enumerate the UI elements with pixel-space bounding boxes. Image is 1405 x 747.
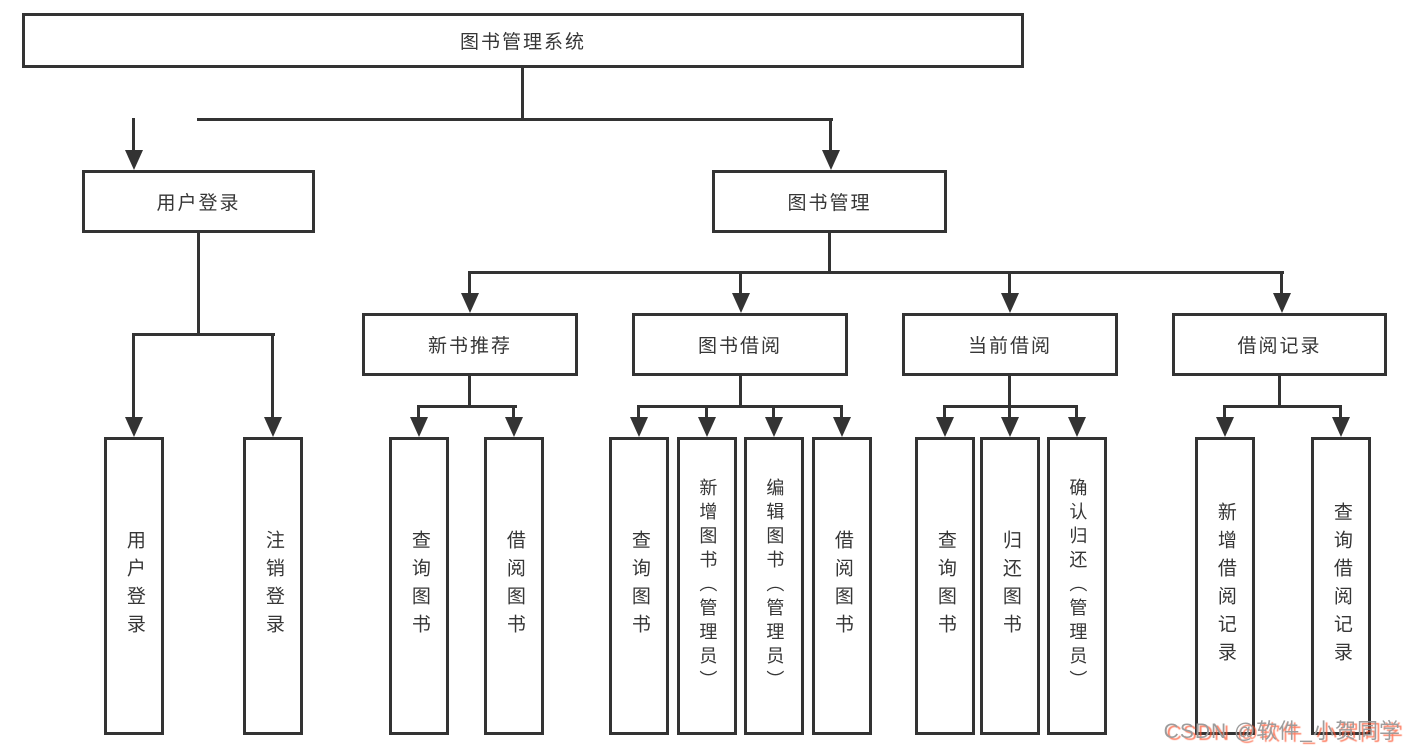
- connector-drop: [271, 333, 274, 419]
- node-label: 用户登录: [156, 193, 241, 214]
- node-label: 图书管理系统: [459, 32, 586, 53]
- arrowhead-down-icon: [732, 293, 750, 313]
- connector-drop: [1339, 405, 1342, 419]
- connector-stem: [468, 374, 471, 408]
- connector-drop: [739, 271, 742, 297]
- connector-drop: [840, 405, 843, 419]
- leaf-query-borrow-record: 查询借阅记录: [1311, 437, 1371, 735]
- leaf-label: 查询图书: [628, 530, 650, 642]
- node-label: 图书借阅: [697, 336, 782, 357]
- leaf-label: 新增借阅记录: [1214, 502, 1236, 670]
- leaf-borrow-books-recommend: 借阅图书: [484, 437, 544, 735]
- arrowhead-down-icon: [765, 417, 783, 437]
- connector-drop: [1223, 405, 1226, 419]
- connector-stem: [1278, 374, 1281, 408]
- connector-hline: [639, 405, 843, 408]
- arrowhead-down-icon: [822, 150, 840, 170]
- connector-drop: [1008, 271, 1011, 297]
- node-library-system: 图书管理系统: [22, 13, 1024, 68]
- connector-bookmgmt-hline: [470, 271, 1284, 274]
- node-current-borrowing: 当前借阅: [902, 313, 1118, 376]
- leaf-add-borrow-record: 新增借阅记录: [1195, 437, 1255, 735]
- connector-root-stem: [521, 66, 524, 120]
- node-label: 图书管理: [787, 193, 872, 214]
- arrowhead-down-icon: [936, 417, 954, 437]
- arrowhead-down-icon: [1273, 293, 1291, 313]
- leaf-query-books-current: 查询图书: [915, 437, 975, 735]
- connector-drop: [132, 333, 135, 419]
- connector-drop: [829, 118, 832, 154]
- leaf-query-books-recommend: 查询图书: [389, 437, 449, 735]
- connector-hline: [419, 405, 517, 408]
- node-book-management: 图书管理: [712, 170, 947, 233]
- arrowhead-down-icon: [410, 417, 428, 437]
- arrowhead-down-icon: [698, 417, 716, 437]
- leaf-label: 借阅图书: [503, 530, 525, 642]
- leaf-label: 确认归还（管理员）: [1067, 478, 1088, 694]
- leaf-query-books-borrow: 查询图书: [609, 437, 669, 735]
- leaf-label: 查询图书: [408, 530, 430, 642]
- node-label: 当前借阅: [967, 336, 1052, 357]
- arrowhead-down-icon: [1001, 293, 1019, 313]
- node-label: 借阅记录: [1237, 336, 1322, 357]
- connector-root-hline: [197, 118, 833, 121]
- leaf-label: 注销登录: [262, 530, 284, 642]
- connector-drop: [1008, 405, 1011, 419]
- connector-drop: [468, 271, 471, 297]
- connector-bookmgmt-stem: [828, 231, 831, 274]
- connector-drop: [637, 405, 640, 419]
- leaf-logout: 注销登录: [243, 437, 303, 735]
- arrowhead-down-icon: [1001, 417, 1019, 437]
- arrowhead-down-icon: [505, 417, 523, 437]
- arrowhead-down-icon: [1332, 417, 1350, 437]
- connector-drop: [705, 405, 708, 419]
- arrowhead-down-icon: [461, 293, 479, 313]
- connector-hline: [1225, 405, 1342, 408]
- node-label: 新书推荐: [427, 336, 512, 357]
- connector-drop: [943, 405, 946, 419]
- arrowhead-down-icon: [125, 417, 143, 437]
- node-new-book-recommend: 新书推荐: [362, 313, 578, 376]
- arrowhead-down-icon: [264, 417, 282, 437]
- arrowhead-down-icon: [630, 417, 648, 437]
- leaf-add-books-admin: 新增图书（管理员）: [677, 437, 737, 735]
- leaf-label: 借阅图书: [831, 530, 853, 642]
- leaf-borrow-books: 借阅图书: [812, 437, 872, 735]
- connector-userlogin-stem: [197, 231, 200, 335]
- leaf-label: 查询图书: [934, 530, 956, 642]
- node-book-borrowing: 图书借阅: [632, 313, 848, 376]
- connector-drop: [512, 405, 515, 419]
- connector-drop: [1075, 405, 1078, 419]
- arrowhead-down-icon: [125, 150, 143, 170]
- connector-stem: [739, 374, 742, 408]
- node-user-login: 用户登录: [82, 170, 315, 233]
- leaf-label: 查询借阅记录: [1330, 502, 1352, 670]
- connector-drop: [1280, 271, 1283, 297]
- leaf-return-books: 归还图书: [980, 437, 1040, 735]
- node-borrow-records: 借阅记录: [1172, 313, 1387, 376]
- leaf-label: 新增图书（管理员）: [697, 478, 718, 694]
- arrowhead-down-icon: [1068, 417, 1086, 437]
- leaf-confirm-return-admin: 确认归还（管理员）: [1047, 437, 1107, 735]
- connector-userlogin-hline: [134, 333, 275, 336]
- connector-drop: [417, 405, 420, 419]
- arrowhead-down-icon: [833, 417, 851, 437]
- csdn-watermark: CSDN @软件_小贺同学: [1163, 720, 1401, 743]
- leaf-label: 归还图书: [999, 530, 1021, 642]
- leaf-edit-books-admin: 编辑图书（管理员）: [744, 437, 804, 735]
- leaf-label: 用户登录: [123, 530, 145, 642]
- connector-drop: [772, 405, 775, 419]
- arrowhead-down-icon: [1216, 417, 1234, 437]
- connector-drop: [132, 118, 135, 154]
- connector-hline: [945, 405, 1078, 408]
- leaf-user-login: 用户登录: [104, 437, 164, 735]
- connector-stem: [1008, 374, 1011, 408]
- leaf-label: 编辑图书（管理员）: [764, 478, 785, 694]
